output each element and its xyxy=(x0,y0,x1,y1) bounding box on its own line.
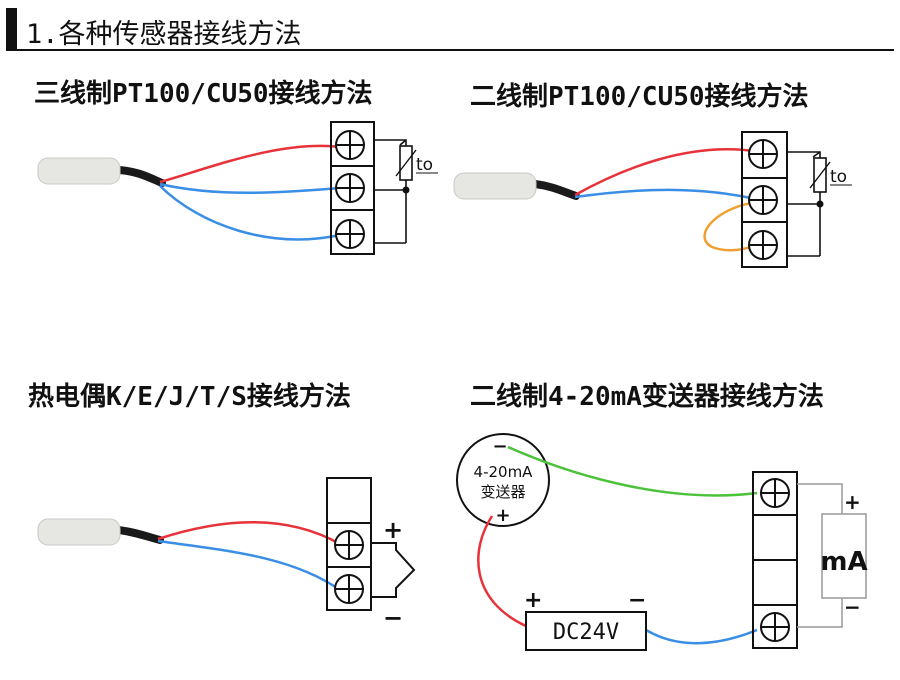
section-title-transmitter: 二线制4-20mA变送器接线方法 xyxy=(470,381,824,412)
terminal-block xyxy=(741,131,788,268)
rtd-label: to xyxy=(830,167,847,187)
probe-tube xyxy=(453,172,537,200)
dc-supply: DC24V + − xyxy=(524,588,647,651)
junction-dot xyxy=(402,186,410,194)
rtd-label: to xyxy=(416,155,433,175)
terminal-screw xyxy=(748,139,778,169)
dc-supply-label: DC24V xyxy=(553,620,619,645)
junction-dot xyxy=(816,200,824,208)
milliammeter: mA + − xyxy=(797,483,868,628)
terminal-screw xyxy=(748,230,778,260)
header-marker xyxy=(6,8,17,50)
probe-cable xyxy=(114,526,164,544)
sensor-probe xyxy=(37,157,166,187)
transmitter-minus: − xyxy=(492,436,507,457)
transmitter-line1: 4-20mA xyxy=(474,463,534,481)
dc-supply-box xyxy=(525,611,647,651)
meter-label: mA xyxy=(820,547,867,577)
terminal-screw xyxy=(335,173,365,203)
probe-cable xyxy=(531,180,580,200)
blue-wire xyxy=(159,182,341,194)
transmitter-plus: + xyxy=(495,505,510,526)
polarity-plus: + xyxy=(383,516,403,544)
orange-jumper xyxy=(703,200,761,252)
transmitter-diagram: 4-20mA 变送器 − + DC24V + − mA + − xyxy=(456,433,868,651)
meter-box xyxy=(821,513,867,599)
page-title: 1.各种传感器接线方法 xyxy=(26,19,302,50)
three-wire-diagram: to xyxy=(37,121,438,255)
terminal-block xyxy=(326,477,372,611)
terminal-block xyxy=(330,121,375,255)
red-wire xyxy=(574,148,761,197)
supply-plus: + xyxy=(524,588,542,613)
section-title-two-wire: 二线制PT100/CU50接线方法 xyxy=(470,81,809,112)
terminal-screw xyxy=(760,478,790,508)
thermocouple-symbol: + − xyxy=(371,516,416,632)
terminal-screw xyxy=(334,574,364,604)
terminal-frame xyxy=(741,131,788,268)
probe-tube xyxy=(37,518,121,546)
blue-wire xyxy=(645,628,758,645)
section-title-three-wire: 三线制PT100/CU50接线方法 xyxy=(34,78,373,109)
sensor-probe xyxy=(453,172,580,200)
red-wire xyxy=(477,515,527,628)
terminal-screw xyxy=(748,185,778,215)
thermocouple-diagram: + − xyxy=(37,477,416,632)
probe-cable xyxy=(114,166,166,187)
terminal-screw xyxy=(334,530,364,560)
probe-tube xyxy=(37,157,121,185)
polarity-minus: − xyxy=(383,604,403,632)
terminal-block xyxy=(752,471,798,649)
meter-plus: + xyxy=(844,490,861,514)
red-wire xyxy=(157,521,341,546)
terminal-frame xyxy=(330,121,375,255)
blue-wire xyxy=(159,185,341,241)
sensor-probe xyxy=(37,518,164,546)
supply-minus: − xyxy=(628,588,646,613)
transmitter-circle: 4-20mA 变送器 − + xyxy=(456,433,550,527)
terminal-screw xyxy=(760,612,790,642)
terminal-screw xyxy=(335,130,365,160)
red-wire xyxy=(159,144,341,184)
transmitter-line2: 变送器 xyxy=(480,483,525,501)
two-wire-diagram: to xyxy=(453,131,852,268)
section-title-thermocouple: 热电偶K/E/J/T/S接线方法 xyxy=(28,381,351,412)
terminal-screw xyxy=(335,219,365,249)
page-header: 1.各种传感器接线方法 xyxy=(6,8,894,51)
blue-wire xyxy=(157,539,341,592)
blue-wire xyxy=(574,188,761,202)
rtd-circuit: to xyxy=(374,139,438,244)
rtd-circuit: to xyxy=(787,151,852,257)
meter-minus: − xyxy=(844,595,861,619)
green-wire xyxy=(507,445,758,497)
